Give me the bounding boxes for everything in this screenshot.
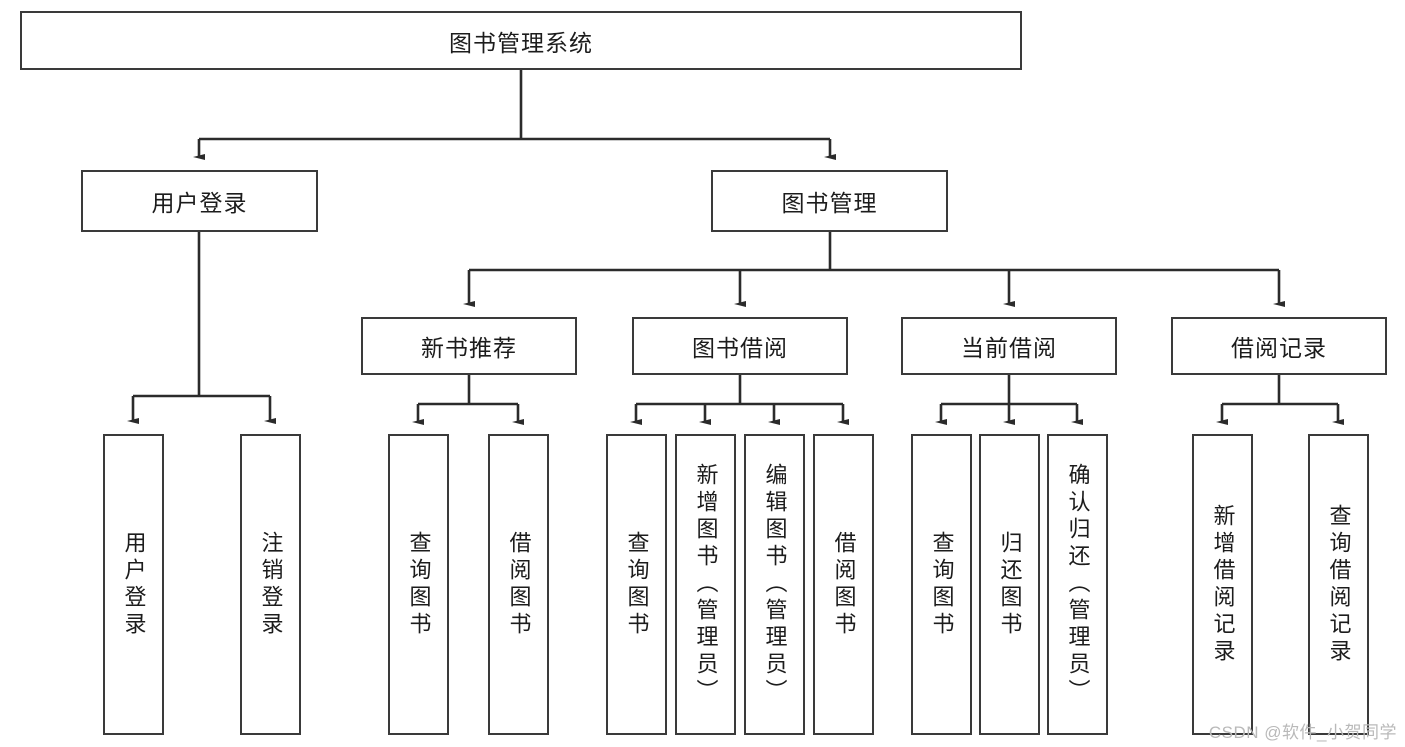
node-label: 新书推荐 (421, 335, 517, 361)
leaf-user-login[interactable]: 用户登录 (103, 434, 164, 735)
node-label: 当前借阅 (961, 335, 1057, 361)
node-label: 注销登录 (258, 530, 284, 639)
node-label: 查询图书 (624, 530, 650, 639)
node-label: 查询图书 (929, 530, 955, 639)
leaf-add-borrow-record[interactable]: 新增借阅记录 (1192, 434, 1253, 735)
node-label: 用户登录 (121, 530, 147, 639)
leaf-add-book-admin[interactable]: 新增图书（管理员） (675, 434, 736, 735)
leaf-confirm-return-admin[interactable]: 确认归还（管理员） (1047, 434, 1108, 735)
leaf-query-borrow-record[interactable]: 查询借阅记录 (1308, 434, 1369, 735)
node-new-book-recommend[interactable]: 新书推荐 (361, 317, 577, 375)
leaf-query-book-1[interactable]: 查询图书 (388, 434, 449, 735)
leaf-query-book-3[interactable]: 查询图书 (911, 434, 972, 735)
node-label: 图书管理系统 (449, 29, 593, 56)
node-book-manage[interactable]: 图书管理 (711, 170, 948, 232)
node-label: 归还图书 (997, 530, 1023, 639)
node-label: 图书管理 (781, 190, 878, 216)
leaf-borrow-book-1[interactable]: 借阅图书 (488, 434, 549, 735)
node-label: 借阅记录 (1231, 335, 1327, 361)
node-label: 借阅图书 (506, 530, 532, 639)
node-user-login[interactable]: 用户登录 (81, 170, 318, 232)
node-label: 新增借阅记录 (1210, 503, 1236, 666)
node-root-book-management-system[interactable]: 图书管理系统 (20, 11, 1022, 70)
node-book-borrow[interactable]: 图书借阅 (632, 317, 848, 375)
node-label: 查询借阅记录 (1326, 503, 1352, 666)
node-label: 编辑图书（管理员） (762, 463, 788, 706)
leaf-logout-login[interactable]: 注销登录 (240, 434, 301, 735)
node-current-borrow[interactable]: 当前借阅 (901, 317, 1117, 375)
node-label: 查询图书 (406, 530, 432, 639)
node-label: 图书借阅 (692, 335, 788, 361)
node-label: 借阅图书 (831, 530, 857, 639)
node-label: 用户登录 (151, 190, 248, 216)
node-borrow-record[interactable]: 借阅记录 (1171, 317, 1387, 375)
node-label: 新增图书（管理员） (693, 463, 719, 706)
leaf-edit-book-admin[interactable]: 编辑图书（管理员） (744, 434, 805, 735)
leaf-return-book[interactable]: 归还图书 (979, 434, 1040, 735)
node-label: 确认归还（管理员） (1065, 463, 1091, 706)
leaf-query-book-2[interactable]: 查询图书 (606, 434, 667, 735)
leaf-borrow-book-2[interactable]: 借阅图书 (813, 434, 874, 735)
